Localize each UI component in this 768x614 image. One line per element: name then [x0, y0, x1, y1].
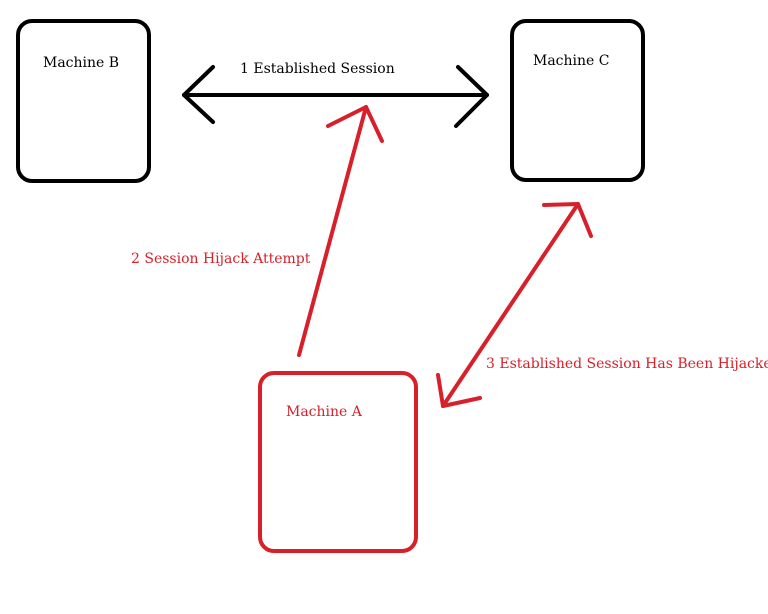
machine-b-box: [16, 19, 151, 183]
machine-a-label: Machine A: [286, 404, 362, 420]
session-hijacked-label: 3 Established Session Has Been Hijacked: [486, 356, 768, 372]
hijack-attempt-arrow: [297, 105, 384, 357]
hijack-attempt-label: 2 Session Hijack Attempt: [131, 251, 311, 267]
established-session-arrow: [182, 65, 489, 128]
session-hijacked-arrow: [436, 202, 593, 408]
machine-c-box: [510, 19, 645, 182]
established-session-label: 1 Established Session: [240, 61, 395, 77]
machine-b-label: Machine B: [43, 55, 120, 71]
machine-c-label: Machine C: [533, 53, 610, 69]
machine-a-box: [258, 371, 418, 553]
